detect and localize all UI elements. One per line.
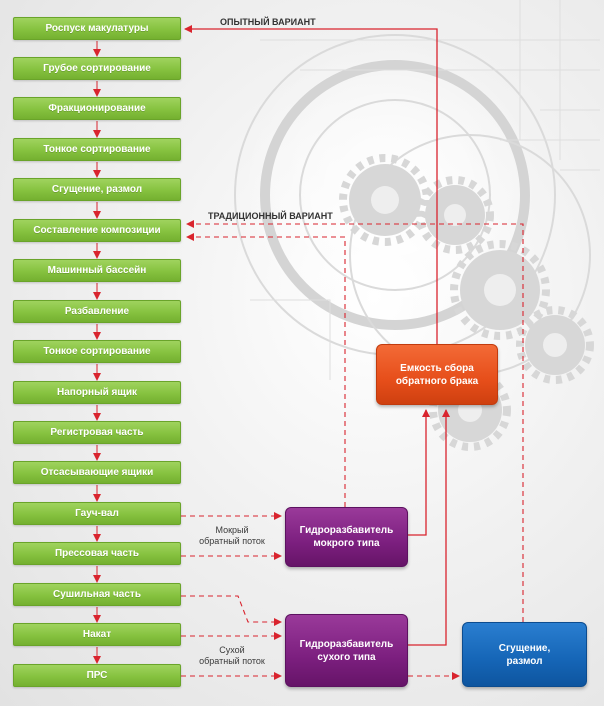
step-reel: Накат	[13, 623, 181, 646]
wet-pulper-line-2: мокрого типа	[313, 538, 380, 549]
step-stock-blending: Составление композиции	[13, 219, 181, 242]
step-pulping: Роспуск макулатуры	[13, 17, 181, 40]
experimental-variant-label: ОПЫТНЫЙ ВАРИАНТ	[220, 17, 316, 27]
traditional-variant-label: ТРАДИЦИОННЫЙ ВАРИАНТ	[208, 211, 333, 221]
wet-return-flow-label: Мокрый обратный поток	[188, 525, 276, 547]
step-thickening-refining: Сгущение, размол	[13, 178, 181, 201]
step-coarse-screening: Грубое сортирование	[13, 57, 181, 80]
dry-pulper-to-collector-line	[408, 409, 450, 646]
step-suction-boxes: Отсасывающие ящики	[13, 461, 181, 484]
wet-pulper-to-collector-line	[408, 409, 430, 536]
thickening-line-2: размол	[506, 655, 543, 667]
dry-pulper-line-1: Гидроразбавитель	[299, 638, 394, 650]
step-dryer-section: Сушильная часть	[13, 583, 181, 606]
step-machine-chest: Машинный бассейн	[13, 259, 181, 282]
experimental-return-line	[184, 25, 438, 344]
traditional-line-from-wet-pulper	[186, 233, 346, 507]
step-headbox: Напорный ящик	[13, 381, 181, 404]
dry-return-flow-label: Сухой обратный поток	[188, 645, 276, 667]
step-table-rolls: Регистровая часть	[13, 421, 181, 444]
dryer-to-dry-pulper-line	[181, 595, 282, 626]
dry-flow-line-2: обратный поток	[199, 656, 265, 666]
step-press-section: Прессовая часть	[13, 542, 181, 565]
collector-line-1: Емкость сбора	[400, 362, 474, 374]
step-fine-screening: Тонкое сортирование	[13, 138, 181, 161]
step-couch-roll: Гауч-вал	[13, 502, 181, 525]
step-prs: ПРС	[13, 664, 181, 687]
wet-pulper-line-1: Гидроразбавитель	[299, 525, 394, 536]
wet-flow-line-1: Мокрый	[215, 525, 249, 535]
wet-pulper: Гидроразбавитель мокрого типа	[285, 507, 408, 567]
thickening-refining-node: Сгущение,размол	[462, 622, 587, 687]
dry-flow-line-1: Сухой	[219, 645, 245, 655]
step-dilution: Разбавление	[13, 300, 181, 323]
collector-line-2: обратного брака	[395, 375, 479, 387]
step-fractionation: Фракционирование	[13, 97, 181, 120]
step-fine-screening-2: Тонкое сортирование	[13, 340, 181, 363]
traditional-line-from-thickening	[186, 220, 524, 622]
wet-flow-line-2: обратный поток	[199, 536, 265, 546]
thickening-line-1: Сгущение,	[498, 642, 551, 654]
dry-pulper-line-2: сухого типа	[317, 651, 376, 663]
